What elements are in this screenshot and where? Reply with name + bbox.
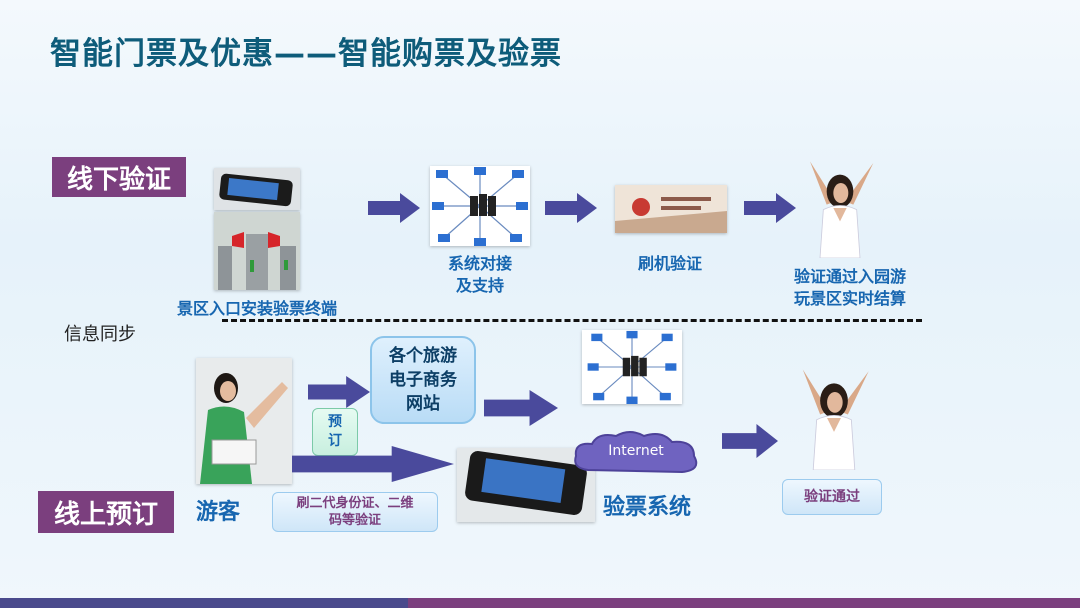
sites-line-2: 电子商务 bbox=[389, 368, 457, 392]
verification-passed-box: 验证通过 bbox=[782, 479, 882, 515]
id-card-icon bbox=[615, 185, 727, 233]
turnstile-gate-image bbox=[214, 212, 300, 290]
terminal-label: 景区入口安装验票终端 bbox=[165, 298, 349, 320]
sites-line-1: 各个旅游 bbox=[389, 344, 457, 368]
celebrating-person-icon bbox=[790, 158, 890, 258]
verify-methods-box: 刷二代身份证、二维 码等验证 bbox=[272, 492, 438, 532]
visitor-photo-icon bbox=[196, 358, 292, 484]
page-title: 智能门票及优惠——智能购票及验票 bbox=[50, 28, 562, 73]
internet-cloud: Internet bbox=[568, 430, 704, 476]
online-arrow-to-terminal bbox=[292, 446, 454, 482]
online-arrow-to-network bbox=[484, 390, 558, 426]
offline-arrow-3 bbox=[744, 193, 796, 223]
happy-woman-image-offline bbox=[790, 158, 890, 258]
verification-passed-label: 验证通过 bbox=[804, 488, 860, 507]
online-arrow-to-sites bbox=[308, 376, 370, 408]
network-icon-online bbox=[582, 330, 682, 404]
offline-arrow-2 bbox=[545, 193, 597, 223]
offline-verification-tag: 线下验证 bbox=[52, 157, 186, 197]
footer-bar-right bbox=[408, 598, 1080, 608]
visitor-image bbox=[196, 358, 292, 484]
happy-woman-image-online bbox=[784, 366, 884, 470]
entry-settlement-label: 验证通过入园游 玩景区实时结算 bbox=[775, 266, 925, 310]
sites-line-3: 网站 bbox=[406, 392, 440, 416]
swipe-verify-label: 刷机验证 bbox=[620, 253, 720, 275]
visitor-label: 游客 bbox=[196, 494, 240, 526]
network-icon bbox=[430, 166, 530, 246]
footer-bar-left bbox=[0, 598, 408, 608]
ticket-system-label: 验票系统 bbox=[603, 489, 691, 521]
ticket-terminal-image bbox=[214, 168, 300, 210]
online-arrow-to-result bbox=[722, 424, 778, 458]
turnstile-icon bbox=[214, 212, 300, 290]
info-sync-label: 信息同步 bbox=[64, 320, 136, 346]
id-card-image bbox=[615, 185, 727, 233]
offline-arrow-1 bbox=[368, 193, 420, 223]
system-support-label: 系统对接 及支持 bbox=[425, 253, 535, 297]
internet-label: Internet bbox=[568, 443, 704, 459]
online-tag-label: 线上预订 bbox=[54, 494, 158, 531]
verify-methods-line-1: 刷二代身份证、二维 bbox=[296, 495, 413, 512]
entry-settlement-line-1: 验证通过入园游 bbox=[775, 266, 925, 288]
network-system-image bbox=[430, 166, 530, 246]
offline-tag-label: 线下验证 bbox=[67, 159, 171, 196]
section-divider bbox=[222, 319, 922, 322]
reserve-char-1: 预 bbox=[328, 413, 342, 432]
online-reservation-tag: 线上预订 bbox=[38, 491, 174, 533]
handheld-terminal-icon bbox=[214, 168, 300, 210]
system-support-line-1: 系统对接 bbox=[425, 253, 535, 275]
verify-methods-line-2: 码等验证 bbox=[329, 512, 381, 529]
ecommerce-sites-box: 各个旅游 电子商务 网站 bbox=[370, 336, 476, 424]
celebrating-person-icon-online bbox=[784, 366, 884, 470]
network-system-image-online bbox=[582, 330, 682, 404]
entry-settlement-line-2: 玩景区实时结算 bbox=[775, 288, 925, 310]
system-support-line-2: 及支持 bbox=[425, 275, 535, 297]
